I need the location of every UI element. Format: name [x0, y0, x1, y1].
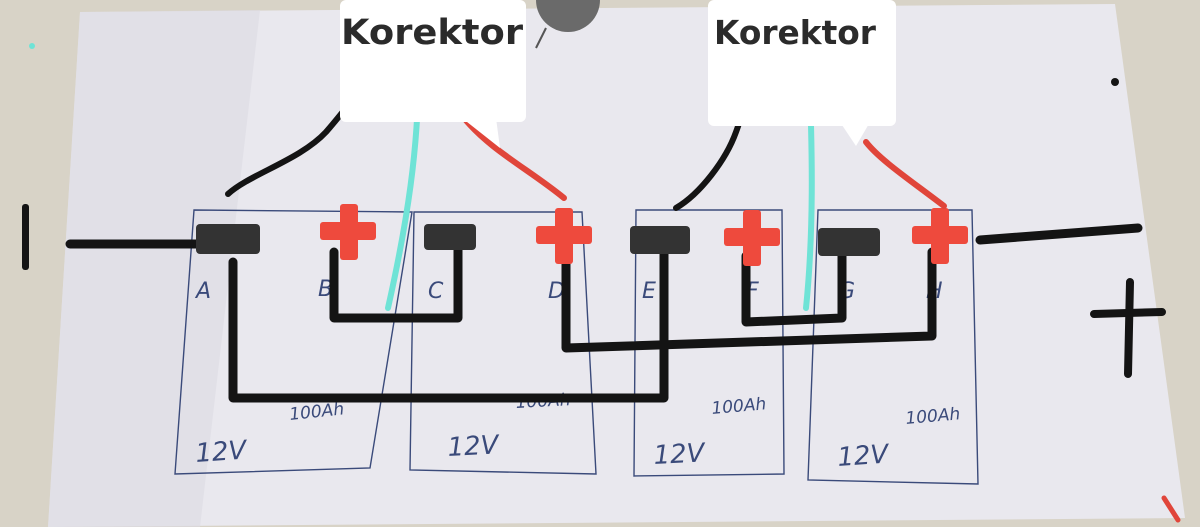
- battery-outline-3: [633, 209, 785, 477]
- battery-capacity-4: 100Ah: [905, 404, 961, 429]
- battery-outline-1: [174, 209, 413, 475]
- red-mark: [1161, 495, 1181, 523]
- system-negative-symbol: [22, 204, 29, 270]
- system-positive-symbol: [1090, 278, 1166, 378]
- terminal-positive-f: [724, 210, 780, 266]
- terminal-negative-e: [630, 226, 690, 254]
- battery-outline-4: [807, 209, 979, 485]
- battery-voltage-3: 12V: [653, 438, 708, 471]
- red-wires: [461, 115, 947, 209]
- terminal-positive-d: [536, 208, 592, 264]
- ink-dot: [1111, 78, 1119, 86]
- terminal-negative-a: [196, 224, 260, 254]
- callout-label-left: Korektor: [341, 13, 524, 53]
- pen-slash: [535, 27, 547, 49]
- sense-wire-left-pos: [461, 115, 567, 201]
- battery-voltage-4: 12V: [836, 439, 891, 473]
- terminal-negative-g: [818, 228, 880, 256]
- battery-outline-2: [409, 211, 597, 475]
- callout-bubble-left: Korektor: [340, 0, 526, 148]
- main-positive-lead: [975, 223, 1143, 245]
- battery-capacity-3: 100Ah: [711, 394, 767, 419]
- wire-a-to-e: [228, 231, 669, 403]
- cyan-dot: [29, 43, 35, 49]
- terminal-positive-b: [320, 204, 376, 260]
- battery-voltage-2: 12V: [447, 430, 502, 463]
- top-edge-shape: [536, 0, 600, 32]
- terminal-letter-a: A: [194, 279, 211, 304]
- terminal-negative-c: [424, 224, 476, 250]
- wire-b-to-c: [329, 235, 463, 323]
- wire-d-to-h: [561, 239, 937, 353]
- battery-voltage-1: 12V: [194, 435, 249, 469]
- terminal-letter-e: E: [642, 279, 656, 304]
- terminal-letter-b: B: [318, 277, 333, 302]
- paper-shadow: [48, 10, 260, 527]
- sense-wire-right-pos: [863, 139, 947, 209]
- black-wires: [65, 85, 1143, 403]
- terminal-letter-c: C: [428, 279, 444, 304]
- callout-label-right: Korektor: [714, 13, 877, 52]
- terminal-letter-d: D: [548, 279, 565, 304]
- callout-bubble-right: Korektor: [708, 0, 896, 146]
- wire-f-to-g: [741, 247, 847, 327]
- terminal-positive-h: [912, 208, 968, 264]
